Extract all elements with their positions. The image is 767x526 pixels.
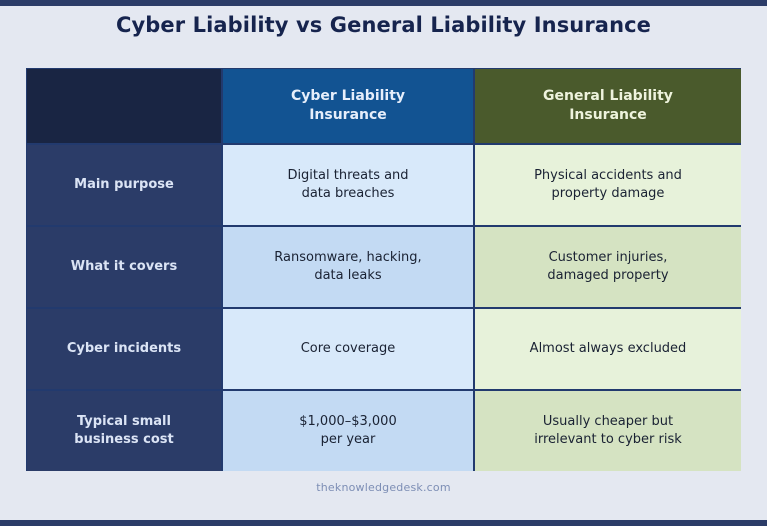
cell-cyber-what-it-covers: Ransomware, hacking, data leaks: [223, 227, 473, 307]
row-label-cyber-incidents: Cyber incidents: [27, 309, 221, 389]
cell-general-main-purpose: Physical accidents and property damage: [475, 145, 741, 225]
cell-cyber-cyber-incidents: Core coverage: [223, 309, 473, 389]
bottom-accent-bar: [0, 520, 767, 526]
cell-general-typical-cost: Usually cheaper but irrelevant to cyber …: [475, 391, 741, 471]
comparison-table: Cyber Liability Insurance General Liabil…: [26, 68, 741, 471]
row-label-what-it-covers: What it covers: [27, 227, 221, 307]
row-label-typical-cost: Typical small business cost: [27, 391, 221, 471]
cell-general-what-it-covers: Customer injuries, damaged property: [475, 227, 741, 307]
top-accent-bar: [0, 0, 767, 6]
column-header-cyber: Cyber Liability Insurance: [223, 69, 473, 143]
cell-cyber-main-purpose: Digital threats and data breaches: [223, 145, 473, 225]
source-footer: theknowledgedesk.com: [316, 481, 451, 494]
header-corner-cell: [27, 69, 221, 143]
cell-cyber-typical-cost: $1,000–$3,000 per year: [223, 391, 473, 471]
page-title: Cyber Liability vs General Liability Ins…: [115, 13, 652, 37]
cell-general-cyber-incidents: Almost always excluded: [475, 309, 741, 389]
column-header-general: General Liability Insurance: [475, 69, 741, 143]
row-label-main-purpose: Main purpose: [27, 145, 221, 225]
